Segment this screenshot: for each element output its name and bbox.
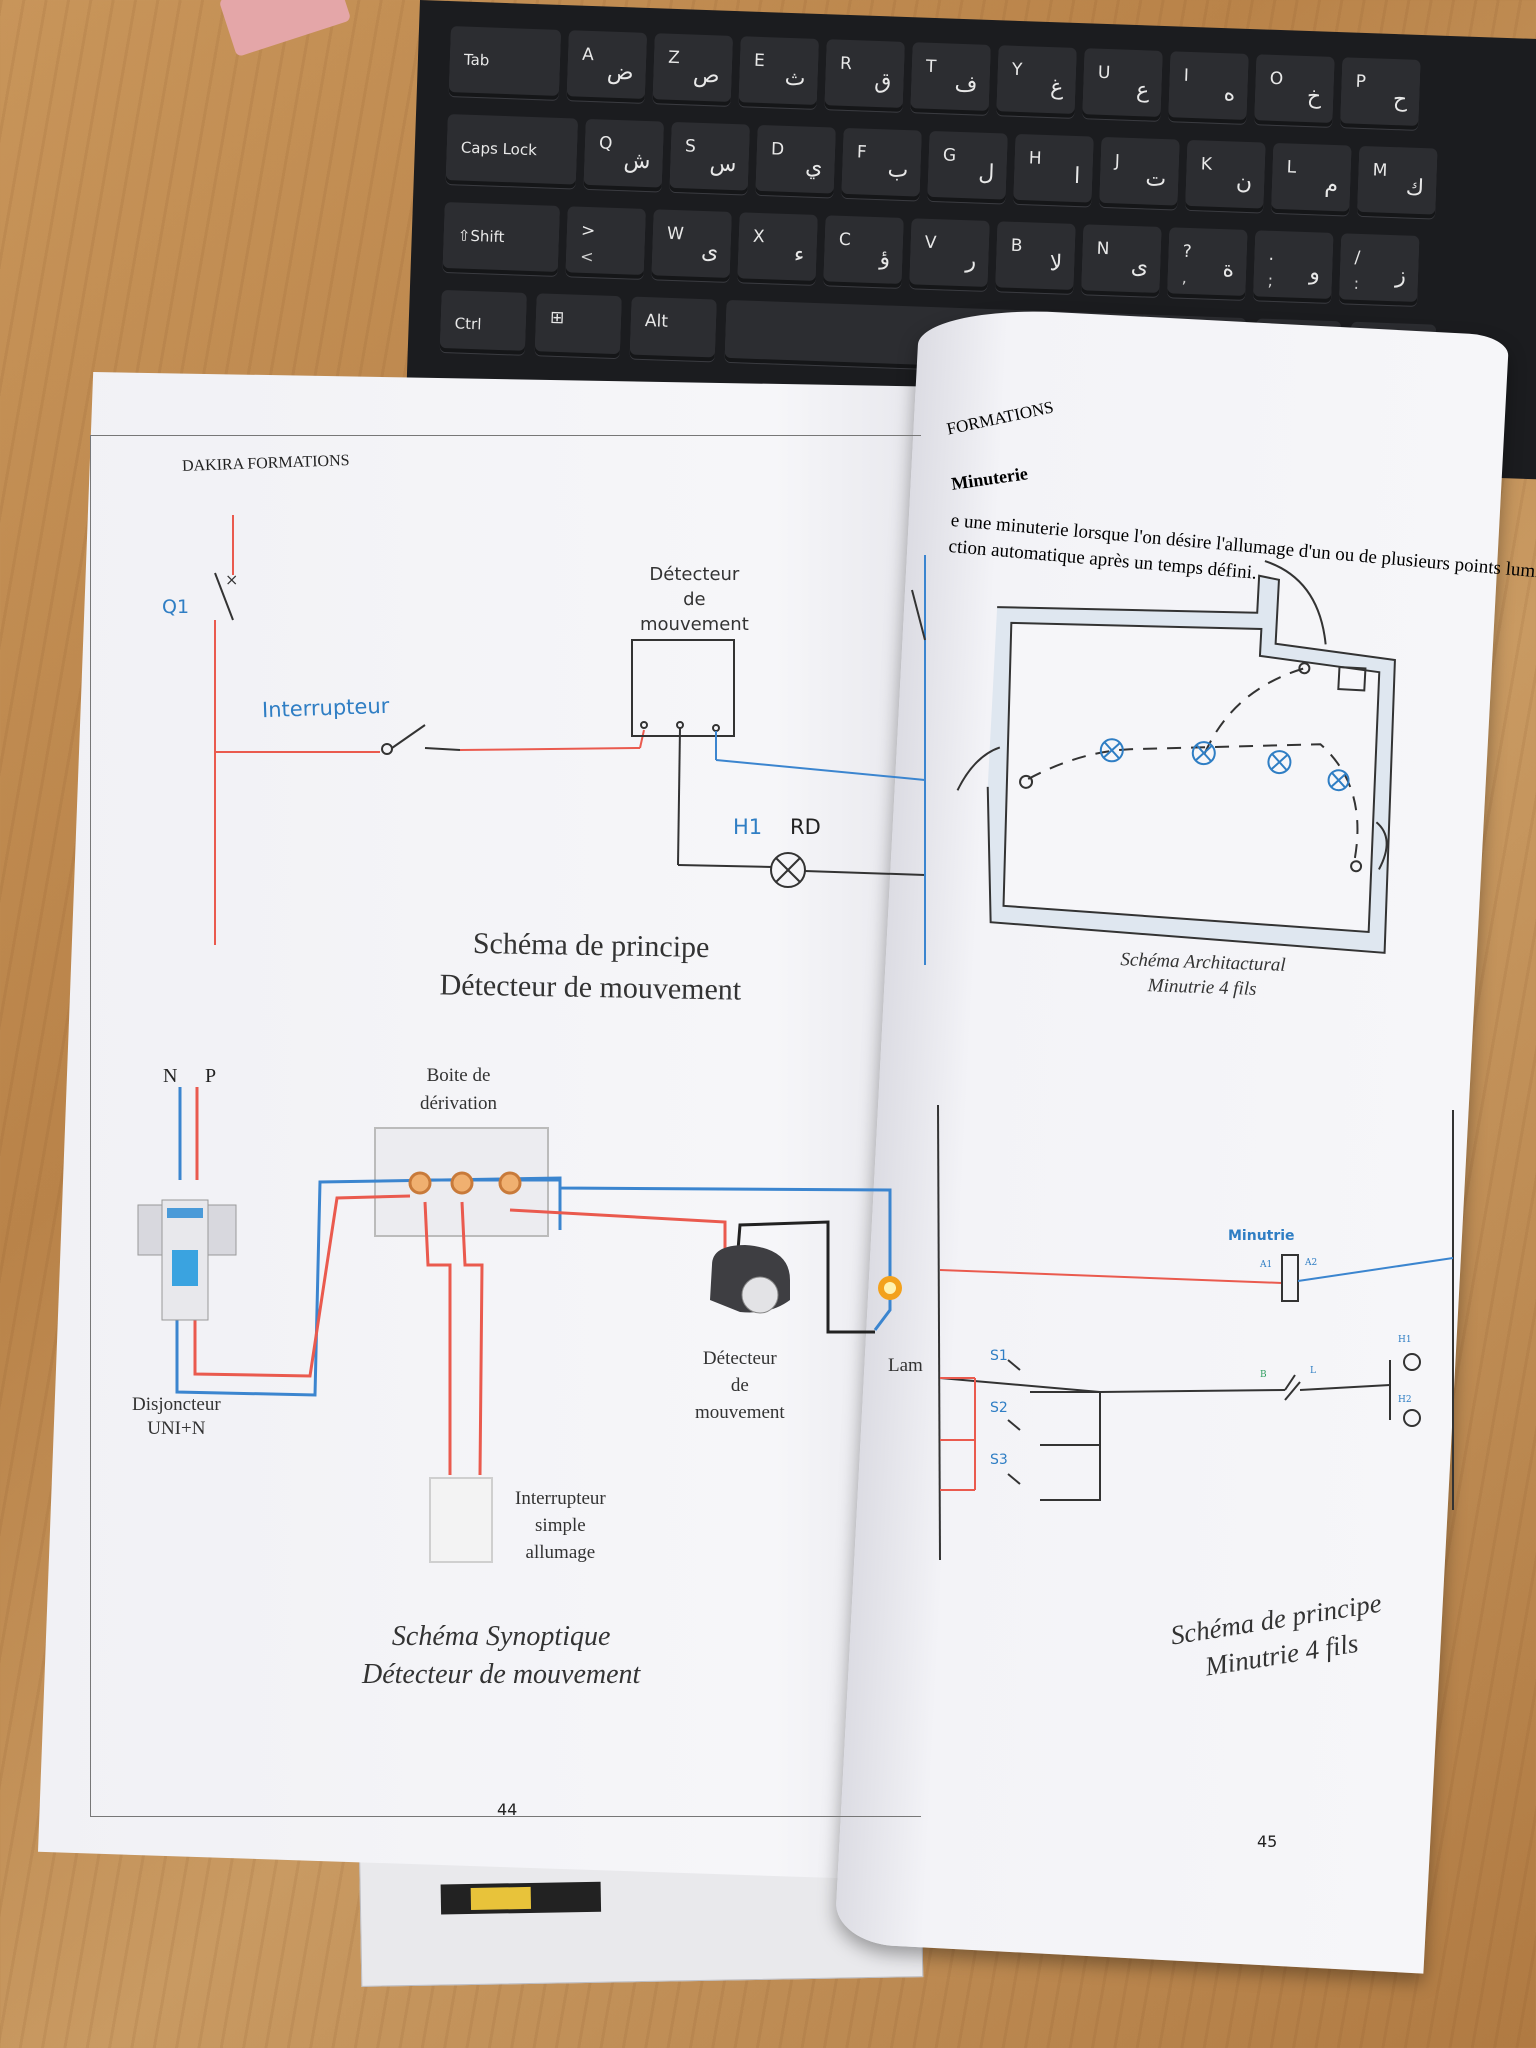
timer-principle-schematic	[937, 1104, 1454, 1561]
synoptic-caption-line1: Schéma Synoptique	[391, 1621, 611, 1652]
junction-box-label-line2: dérivation	[420, 1093, 498, 1114]
h1-label: H1	[733, 815, 763, 839]
detector-label-line3: mouvement	[640, 614, 749, 635]
detector-label: Détecteur de mouvement	[640, 562, 749, 637]
left-page-number: 44	[497, 1800, 518, 1819]
synoptic-detector-label-line3: mouvement	[695, 1402, 785, 1423]
switch-label: Interrupteur	[261, 693, 390, 723]
lamp-label: Lam	[888, 1355, 923, 1376]
synoptic-detector-label-line2: de	[730, 1375, 749, 1396]
principle-caption-line2: Détecteur de mouvement	[439, 968, 742, 1007]
switch-simple-label-line2: simple	[535, 1515, 586, 1536]
q1-label: Q1	[162, 596, 190, 618]
a2-label: A2	[1305, 1258, 1318, 1268]
principle-caption: Schéma de principe Détecteur de mouvemen…	[439, 922, 742, 1011]
switch-simple-label-line3: allumage	[525, 1542, 596, 1563]
principle-caption-line1: Schéma de principe	[472, 926, 710, 965]
detector-label-line1: Détecteur	[649, 564, 740, 585]
s3-label: S3	[990, 1452, 1008, 1468]
right-page-number: 45	[1257, 1832, 1278, 1851]
s2-label: S2	[990, 1400, 1008, 1416]
left-page-frame	[90, 435, 921, 1817]
synoptic-diagram-wiring	[137, 1087, 902, 1563]
svg-text:×: ×	[225, 570, 238, 589]
switch-simple-label-line1: Interrupteur	[515, 1488, 606, 1509]
timer-label: Minutrie	[1228, 1228, 1295, 1244]
s1-label: S1	[990, 1348, 1008, 1364]
rd-label: RD	[790, 815, 821, 839]
h2-lamp-label: H2	[1398, 1395, 1412, 1405]
neutral-label: N	[163, 1065, 178, 1087]
breaker-label: Disjoncteur UNI+N	[132, 1393, 221, 1441]
a1-label: A1	[1260, 1260, 1273, 1270]
h1-lamp-label: H1	[1398, 1335, 1412, 1345]
phase-label: P	[205, 1065, 217, 1087]
architectural-caption: Schéma Architactural Minutrie 4 fils	[1119, 947, 1286, 1003]
architectural-plan	[956, 560, 1396, 954]
b-label: B	[1260, 1370, 1267, 1380]
breaker-label-line2: UNI+N	[147, 1418, 206, 1439]
junction-box-label-line1: Boite de	[426, 1065, 491, 1086]
synoptic-detector-label: Détecteur de mouvement	[695, 1345, 785, 1426]
breaker-label-line1: Disjoncteur	[132, 1394, 221, 1415]
synoptic-caption-line2: Détecteur de mouvement	[362, 1659, 641, 1690]
l-label: L	[1310, 1366, 1316, 1376]
synoptic-detector-label-line1: Détecteur	[702, 1348, 777, 1369]
junction-box-label: Boite de dérivation	[420, 1062, 497, 1118]
principle-diagram-wiring: ×	[214, 515, 926, 965]
detector-label-line2: de	[683, 589, 706, 610]
synoptic-caption: Schéma Synoptique Détecteur de mouvement	[362, 1618, 640, 1694]
switch-simple-label: Interrupteur simple allumage	[515, 1485, 606, 1566]
